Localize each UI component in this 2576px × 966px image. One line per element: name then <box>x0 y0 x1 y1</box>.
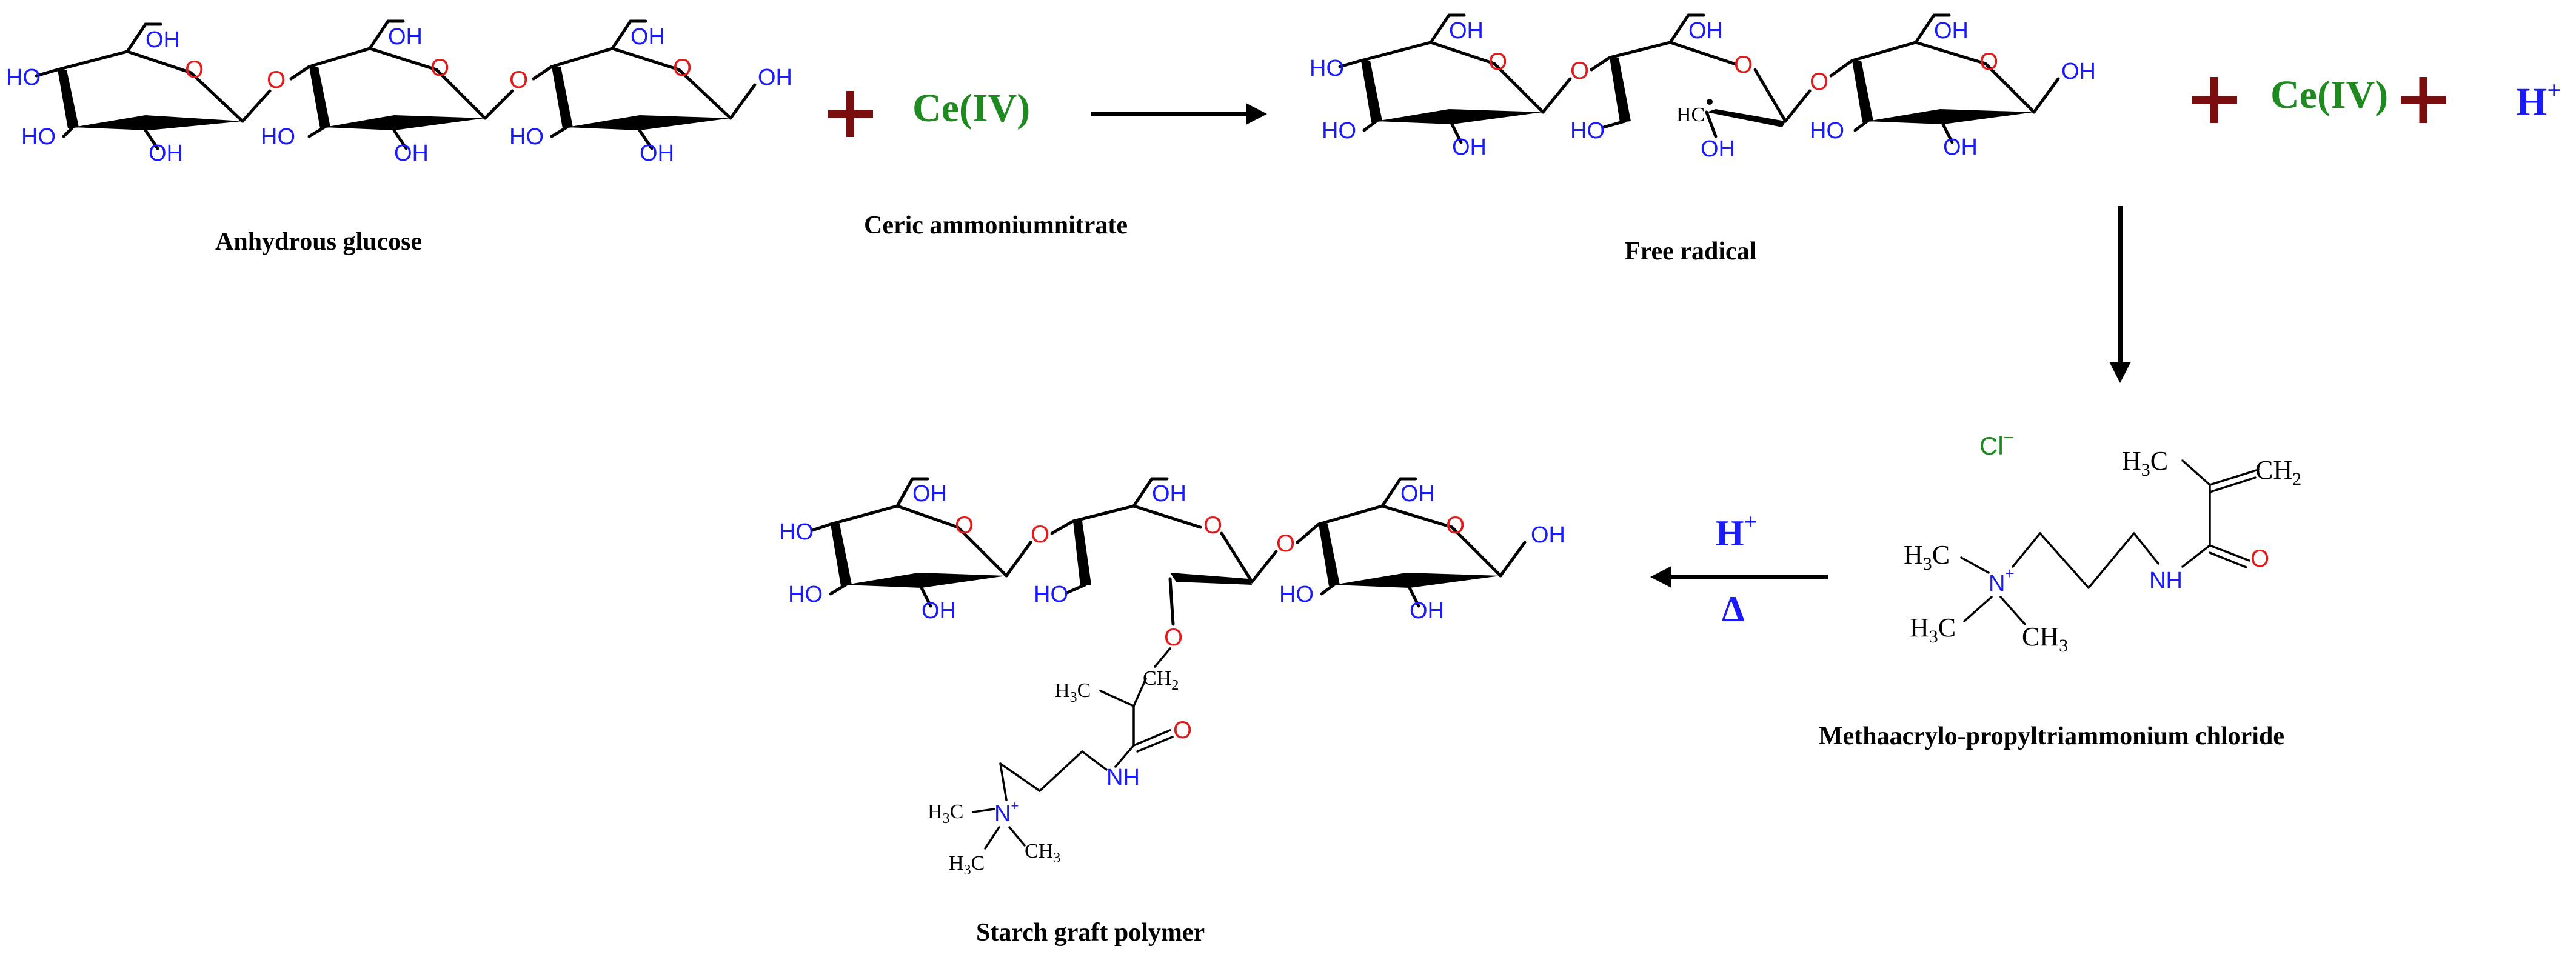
reaction-arrow-down <box>2109 206 2131 383</box>
o-label: O <box>1570 58 1589 84</box>
ceric-ion-label: Ce(IV) <box>912 86 1030 130</box>
o-label: O <box>1164 624 1183 651</box>
o-label: O <box>1810 68 1828 95</box>
ho-label: HO <box>1322 118 1356 144</box>
oh-label: OH <box>388 24 423 50</box>
oh-label: OH <box>1452 135 1487 160</box>
oh-label: OH <box>912 481 947 507</box>
starch-graft-polymer-structure: OH O HO HO OH O OH O HO O O OH O HO OH <box>779 477 1565 878</box>
o-label: O <box>509 67 528 93</box>
ammonium-n-label: N+ <box>1989 564 2015 596</box>
oh-label: OH <box>1701 136 1735 162</box>
oh-label: OH <box>922 598 956 624</box>
o-label: O <box>1203 512 1222 539</box>
plus-sign <box>2401 77 2446 123</box>
ch3-label: CH3 <box>2022 622 2068 656</box>
hc-radical-label: HC <box>1676 104 1705 126</box>
proton-label: H+ <box>2516 76 2561 124</box>
h3c-label: H3C <box>1910 613 1956 647</box>
anhydrous-glucose-label: Anhydrous glucose <box>215 228 422 256</box>
o-label: O <box>1031 521 1049 548</box>
oh-label: OH <box>1688 18 1723 44</box>
o-label: O <box>185 56 204 83</box>
ho-label: HO <box>6 65 41 90</box>
oh-label: OH <box>1152 481 1186 507</box>
ho-label: HO <box>261 124 295 150</box>
h3c-label: H3C <box>2122 446 2168 480</box>
oh-label: OH <box>1934 18 1969 44</box>
chloride-label: Cl− <box>1979 428 2014 460</box>
oh-label: OH <box>2061 59 2096 84</box>
ho-label: HO <box>1570 118 1605 144</box>
oh-label: OH <box>1531 522 1565 548</box>
o-label: O <box>2250 545 2269 572</box>
oh-label: OH <box>1410 598 1444 624</box>
starch-graft-polymer-label: Starch graft polymer <box>976 919 1205 947</box>
anhydrous-glucose-structure: OH O HO HO OH O OH O HO OH O OH O HO OH <box>6 19 792 166</box>
oh-label: OH <box>146 27 180 53</box>
o-label: O <box>1173 717 1192 744</box>
oh-label: OH <box>1449 18 1484 44</box>
oh-label: OH <box>149 141 183 166</box>
ho-label: HO <box>1310 56 1344 81</box>
o-label: O <box>955 512 974 539</box>
free-radical-label: Free radical <box>1625 238 1756 265</box>
plus-sign <box>828 91 873 137</box>
ch2-label: CH2 <box>2255 455 2301 489</box>
h3c-label: H3C <box>928 801 963 827</box>
ch2-label: CH2 <box>1143 667 1179 693</box>
plus-sign <box>2192 77 2237 123</box>
o-label: O <box>1734 52 1753 78</box>
ho-label: HO <box>779 519 814 545</box>
nh-label: NH <box>2149 568 2183 593</box>
o-label: O <box>1446 512 1465 539</box>
condition-heat-label: Δ <box>1722 589 1745 629</box>
o-label: O <box>430 55 449 81</box>
oh-label: OH <box>758 65 792 90</box>
o-label: O <box>1979 48 1998 75</box>
monomer-structure: Cl− H3C CH2 O NH N+ H3C H3C CH3 <box>1904 428 2301 656</box>
oh-label: OH <box>640 141 674 166</box>
ceric-ammonium-nitrate-label: Ceric ammoniumnitrate <box>864 212 1128 239</box>
ammonium-n-label: N+ <box>994 798 1019 827</box>
o-label: O <box>673 55 692 81</box>
ho-label: HO <box>1034 582 1068 607</box>
oh-label: OH <box>1400 481 1435 507</box>
h3c-label: H3C <box>1055 679 1091 705</box>
h3c-label: H3C <box>1904 540 1950 574</box>
ho-label: HO <box>1810 118 1844 144</box>
monomer-label: Methaacrylo-propyltriammonium chloride <box>1819 722 2284 750</box>
oh-label: OH <box>394 141 429 166</box>
oh-label: OH <box>631 24 665 50</box>
ho-label: HO <box>1279 582 1314 607</box>
condition-proton-label: H+ <box>1716 510 1757 553</box>
o-label: O <box>267 67 286 93</box>
nh-label: NH <box>1106 765 1140 790</box>
free-radical-structure: OH O HO HO OH O OH O HO HC OH O OH O <box>1310 13 2096 162</box>
o-label: O <box>1276 530 1295 557</box>
o-label: O <box>1488 48 1507 75</box>
ceric-ion-label: Ce(IV) <box>2270 73 2388 117</box>
ch3-label: CH3 <box>1025 840 1060 866</box>
ho-label: HO <box>21 124 56 150</box>
reaction-arrow-left <box>1650 566 1828 588</box>
reaction-arrow-right <box>1091 103 1267 125</box>
ho-label: HO <box>788 582 823 607</box>
oh-label: OH <box>1943 135 1978 160</box>
h3c-label: H3C <box>949 852 985 878</box>
ho-label: HO <box>509 124 544 150</box>
